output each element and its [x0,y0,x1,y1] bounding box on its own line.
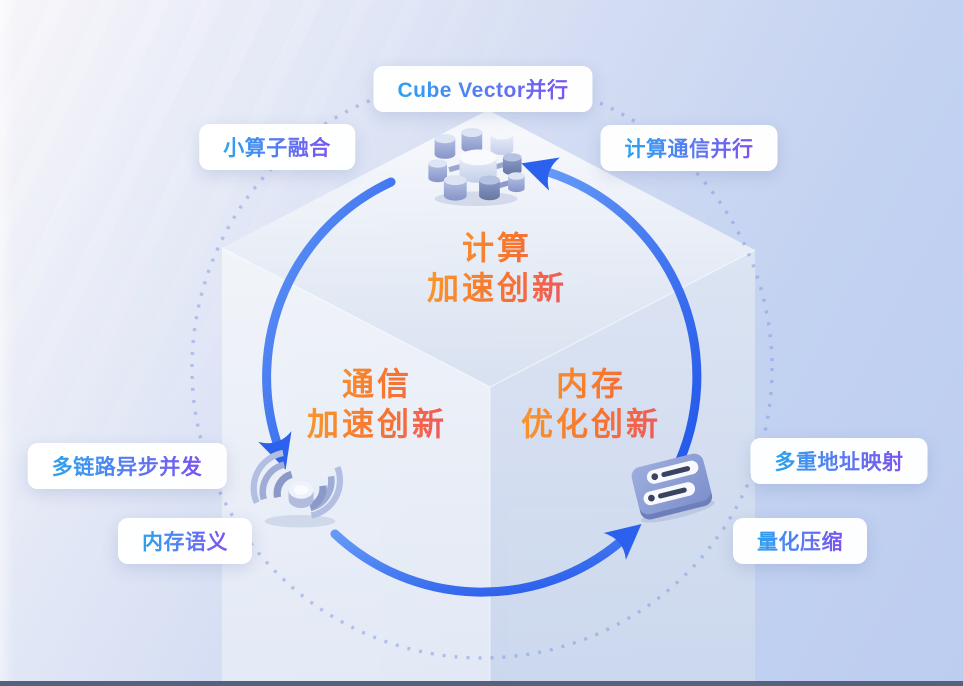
center-text-memory: 内存 优化创新 [521,364,661,445]
center-text-line: 优化创新 [520,406,662,443]
label-multilink-async-concurrency: 多链路异步并发 [27,443,227,489]
center-text-line: 内存 [555,366,627,402]
center-text-line: 加速创新 [426,270,568,307]
cycle-arc-right-to-top [521,157,702,476]
label-cube-vector-parallel: Cube Vector并行 [373,66,593,112]
label-text: 多重地址映射 [774,451,904,474]
bottom-edge-bar [0,681,963,686]
label-text: 小算子融合 [223,137,331,160]
center-text-line: 通信 [341,366,413,402]
cycle-arc-left-to-right [330,524,642,597]
compute-cluster-icon [424,118,528,206]
center-text-comm: 通信 加速创新 [307,364,447,445]
label-memory-semantics: 内存语义 [118,518,252,564]
label-multi-address-mapping: 多重地址映射 [750,438,928,484]
label-text: 多链路异步并发 [51,456,203,479]
comm-signal-icon [248,448,352,532]
center-text-line: 加速创新 [306,406,448,443]
label-quantization-compression: 量化压缩 [733,518,867,564]
center-text-compute: 计算 加速创新 [427,228,567,309]
label-text: 计算通信并行 [624,138,754,161]
label-text: 量化压缩 [757,531,843,554]
label-compute-comm-parallel: 计算通信并行 [600,125,778,171]
label-small-operator-fusion: 小算子融合 [199,124,355,170]
left-edge-highlight [0,0,14,686]
center-text-line: 计算 [461,230,533,266]
cycle-arc-top-to-left [258,177,396,470]
memory-chip-icon [622,446,722,524]
dotted-ring [190,76,774,660]
label-text: 内存语义 [142,531,228,554]
label-text: Cube Vector并行 [397,79,569,102]
